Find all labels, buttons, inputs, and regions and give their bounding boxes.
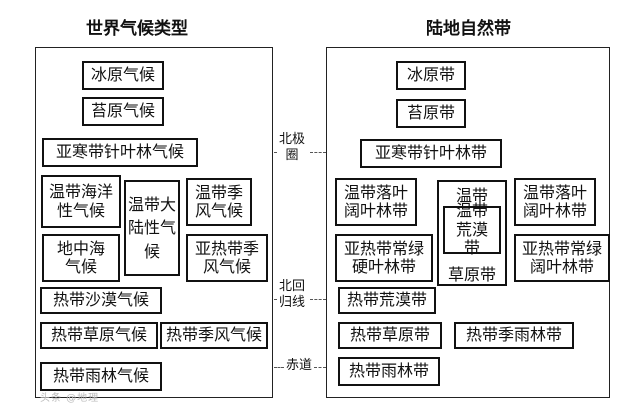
climate-subarctic-label: 亚寒带针叶林气候 bbox=[55, 142, 184, 162]
climate-ice-cap-label: 冰原气候 bbox=[90, 65, 155, 85]
zone-temperate-group-label: 温带 bbox=[455, 186, 488, 205]
zone-subtropical-evergreen-broadleaf-label: 亚热带常绿阔叶林带 bbox=[521, 238, 602, 276]
zone-grassland-label: 草原带 bbox=[447, 265, 496, 284]
zone-temperate-deciduous-left: 温带落叶阔叶林带 bbox=[335, 178, 417, 226]
climate-tropical-monsoon: 热带季风气候 bbox=[160, 322, 268, 349]
zone-tropical-grassland: 热带草原带 bbox=[338, 322, 442, 349]
equator-line-left bbox=[274, 367, 284, 368]
natural-zones-panel bbox=[326, 47, 610, 398]
climate-tropical-monsoon-label: 热带季风气候 bbox=[165, 325, 262, 345]
zone-tundra: 苔原带 bbox=[396, 99, 466, 128]
zone-subtropical-sclerophyll-label: 亚热带常绿硬叶林带 bbox=[343, 238, 424, 276]
climate-mediterranean: 地中海气候 bbox=[42, 234, 120, 282]
climate-temperate-continental: 温带大陆性气候 bbox=[124, 180, 180, 276]
climate-types-panel bbox=[35, 47, 273, 398]
climate-tropical-desert: 热带沙漠气候 bbox=[40, 287, 162, 314]
zone-ice-sheet: 冰原带 bbox=[396, 61, 466, 90]
climate-subarctic: 亚寒带针叶林气候 bbox=[42, 138, 198, 167]
arctic-circle-line-right bbox=[310, 152, 326, 153]
climate-tropical-savanna-label: 热带草原气候 bbox=[50, 325, 147, 345]
climate-tundra: 苔原气候 bbox=[82, 97, 164, 126]
tropic-of-cancer-line-right bbox=[310, 299, 326, 300]
zone-taiga-label: 亚寒带针叶林带 bbox=[374, 143, 487, 163]
climate-ice-cap: 冰原气候 bbox=[82, 61, 164, 90]
climate-tundra-label: 苔原气候 bbox=[90, 101, 155, 121]
climate-subtropical-monsoon-label: 亚热带季风气候 bbox=[194, 238, 259, 276]
climate-mediterranean-label: 地中海气候 bbox=[56, 238, 105, 276]
climate-tropical-desert-label: 热带沙漠气候 bbox=[52, 290, 149, 310]
zone-temperate-deciduous-right: 温带落叶阔叶林带 bbox=[514, 178, 596, 226]
climate-temperate-monsoon: 温带季风气候 bbox=[186, 178, 252, 226]
climate-temperate-maritime-label: 温带海洋性气候 bbox=[48, 182, 113, 220]
zone-tropical-rainforest-label: 热带雨林带 bbox=[348, 361, 429, 381]
zone-temperate-deciduous-left-label: 温带落叶阔叶林带 bbox=[343, 182, 408, 220]
climate-tropical-rainforest-label: 热带雨林气候 bbox=[52, 366, 149, 386]
zone-taiga: 亚寒带针叶林带 bbox=[360, 139, 502, 168]
zone-subtropical-sclerophyll: 亚热带常绿硬叶林带 bbox=[335, 234, 433, 282]
climate-types-heading: 世界气候类型 bbox=[86, 19, 188, 39]
zone-tropical-rainforest: 热带雨林带 bbox=[338, 357, 440, 386]
climate-subtropical-monsoon: 亚热带季风气候 bbox=[186, 234, 268, 282]
zone-temperate-desert: 温带荒漠带 bbox=[443, 202, 501, 257]
zone-tundra-label: 苔原带 bbox=[406, 103, 455, 123]
arctic-circle-label: 北极圈 bbox=[279, 132, 306, 164]
zone-tropical-grassland-label: 热带草原带 bbox=[349, 325, 430, 345]
equator-label: 赤道 bbox=[284, 358, 314, 374]
climate-temperate-continental-label: 温带大陆性气候 bbox=[128, 195, 177, 261]
climate-temperate-maritime: 温带海洋性气候 bbox=[41, 175, 121, 228]
zone-tropical-desert: 热带荒漠带 bbox=[338, 287, 436, 314]
zone-temperate-desert-label: 温带荒漠带 bbox=[455, 201, 488, 258]
climate-tropical-savanna: 热带草原气候 bbox=[40, 322, 158, 349]
zone-tropical-desert-label: 热带荒漠带 bbox=[346, 290, 427, 310]
tropic-of-cancer-label: 北回归线 bbox=[279, 279, 306, 311]
watermark: 头条 @地理 bbox=[40, 393, 100, 404]
climate-tropical-rainforest: 热带雨林气候 bbox=[40, 362, 162, 391]
equator-line-right bbox=[314, 367, 326, 368]
zone-ice-sheet-label: 冰原带 bbox=[406, 65, 455, 85]
zone-tropical-monsoon-forest: 热带季雨林带 bbox=[454, 322, 574, 349]
natural-zones-heading: 陆地自然带 bbox=[426, 19, 511, 39]
zone-subtropical-evergreen-broadleaf: 亚热带常绿阔叶林带 bbox=[514, 234, 610, 282]
zone-tropical-monsoon-forest-label: 热带季雨林带 bbox=[465, 325, 562, 345]
zone-temperate-deciduous-right-label: 温带落叶阔叶林带 bbox=[522, 182, 587, 220]
climate-temperate-monsoon-label: 温带季风气候 bbox=[194, 182, 243, 220]
